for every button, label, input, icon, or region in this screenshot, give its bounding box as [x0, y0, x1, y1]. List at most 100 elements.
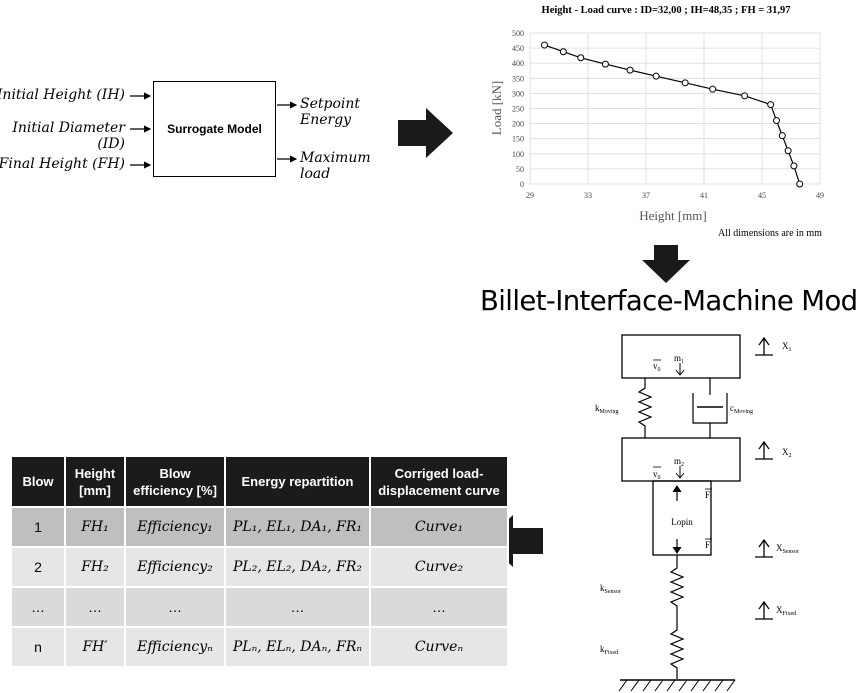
cell-blow: … [10, 586, 66, 628]
header-blow: Blow [10, 455, 66, 508]
data-point [741, 92, 749, 100]
load-curve-line [544, 44, 801, 185]
data-point [709, 85, 717, 93]
cell-energy: PLₙ, ELₙ, DAₙ, FRₙ [224, 626, 371, 668]
x-fixed-marker: XFixed [755, 600, 796, 620]
x-tick-label: 49 [816, 191, 824, 200]
cell-curve: … [369, 586, 509, 628]
cell-height: FH₁ [64, 506, 126, 548]
svg-text:X2: X2 [782, 447, 792, 459]
model-title: Billet-Interface-Machine Model [480, 285, 858, 317]
dimensions-note: All dimensions are in mm [718, 228, 822, 239]
cell-eff: … [124, 586, 226, 628]
cell-energy: PL₁, EL₁, DA₁, FR₁ [224, 506, 371, 548]
k-fixed-label: kFixed [600, 644, 618, 656]
y-tick-label: 250 [512, 105, 524, 114]
data-point [796, 180, 804, 188]
cell-curve: Curve₁ [369, 506, 509, 548]
header-height: Height [mm] [64, 455, 126, 508]
v0-label-top: v0 [653, 361, 661, 373]
y-tick-label: 50 [516, 165, 524, 174]
data-point [652, 72, 660, 80]
output-maximum-load: Maximum load [300, 150, 371, 182]
cell-height: … [64, 586, 126, 628]
y-tick-label: 200 [512, 120, 524, 129]
header-energy-repartition: Energy repartition [224, 455, 371, 508]
lopin-label: Lopin [671, 517, 693, 527]
output-setpoint-energy: Setpoint Energy [300, 96, 361, 128]
cell-eff: Efficiency₁ [124, 506, 226, 548]
input-initial-height: Initial Height (IH) [0, 87, 125, 103]
x-tick-label: 37 [642, 191, 650, 200]
cell-curve: Curveₙ [369, 626, 509, 668]
down-arrow-icon [642, 245, 690, 283]
cell-curve: Curve₂ [369, 546, 509, 588]
data-point [577, 54, 585, 62]
y-tick-label: 500 [512, 29, 524, 38]
x-tick-label: 45 [758, 191, 766, 200]
height-load-chart: 0 50 100 150 200 250 300 350 400 450 500 29 33 37 41 4… [490, 29, 824, 223]
k-sensor-spring [669, 555, 685, 625]
data-point [773, 117, 780, 125]
x-tick-label: 33 [584, 191, 592, 200]
data-point [790, 162, 798, 170]
x-tick-labels: 29 33 37 41 45 49 [526, 191, 824, 200]
header-load-curve: Corriged load- displacement curve [369, 455, 509, 508]
load-curve-points [541, 41, 804, 188]
data-point [778, 132, 786, 140]
cell-height: FH₂ [64, 546, 126, 588]
y-tick-label: 450 [512, 44, 524, 53]
y-tick-label: 350 [512, 74, 524, 83]
input-final-height: Final Height (FH) [0, 156, 125, 172]
x1-marker: X1 [755, 336, 792, 356]
right-arrow-icon [398, 108, 453, 158]
billet-interface-machine-schematic: m1 v0 kMoving cMoving m2 v0 Lopin F F kS… [595, 334, 799, 692]
x-axis-label: Height [mm] [639, 208, 707, 223]
header-blow-efficiency: Blow efficiency [%] [124, 455, 226, 508]
k-moving-spring [637, 378, 653, 438]
chart-title: Height - Load curve : ID=32,00 ; IH=48,3… [541, 5, 791, 16]
data-point [601, 60, 609, 68]
x-tick-label: 29 [526, 191, 534, 200]
y-tick-label: 100 [512, 150, 524, 159]
k-sensor-label: kSensor [600, 583, 621, 595]
data-point [767, 101, 775, 109]
data-point [559, 48, 567, 56]
y-tick-label: 0 [520, 180, 524, 189]
y-tick-label: 150 [512, 135, 524, 144]
force-label-bottom: F [705, 540, 710, 550]
cell-eff: Efficiencyₙ [124, 626, 226, 668]
x-tick-label: 41 [700, 191, 708, 200]
data-point [541, 41, 548, 49]
k-moving-label: kMoving [595, 403, 619, 415]
x2-marker: X2 [755, 440, 792, 460]
cell-blow: 1 [10, 506, 66, 548]
m2-label: m2 [674, 456, 684, 468]
cell-energy: … [224, 586, 371, 628]
lopin-block [652, 480, 712, 556]
blow-table: Blow Height [mm] Blow efficiency [%] Ene… [10, 455, 509, 668]
data-point [626, 66, 634, 74]
cell-energy: PL₂, EL₂, DA₂, FR₂ [224, 546, 371, 588]
v0-label-bottom: v0 [653, 469, 661, 481]
y-tick-label: 400 [512, 59, 524, 68]
x-sensor-marker: XSensor [755, 538, 799, 558]
k-fixed-spring [669, 625, 685, 679]
cell-blow: 2 [10, 546, 66, 588]
svg-text:XSensor: XSensor [776, 543, 799, 555]
surrogate-model-box: Surrogate Model [153, 81, 276, 177]
table-row: …………… [10, 586, 509, 628]
data-point [784, 147, 792, 155]
surrogate-arrows [130, 92, 298, 169]
cell-eff: Efficiency₂ [124, 546, 226, 588]
y-tick-label: 300 [512, 89, 524, 98]
svg-text:X1: X1 [782, 341, 792, 353]
cell-blow: n [10, 626, 66, 668]
ground-hatch [618, 679, 736, 692]
force-label-top: F [705, 490, 710, 500]
c-moving-label: cMoving [730, 403, 753, 415]
y-tick-labels: 0 50 100 150 200 250 300 350 400 450 500 [512, 29, 524, 189]
